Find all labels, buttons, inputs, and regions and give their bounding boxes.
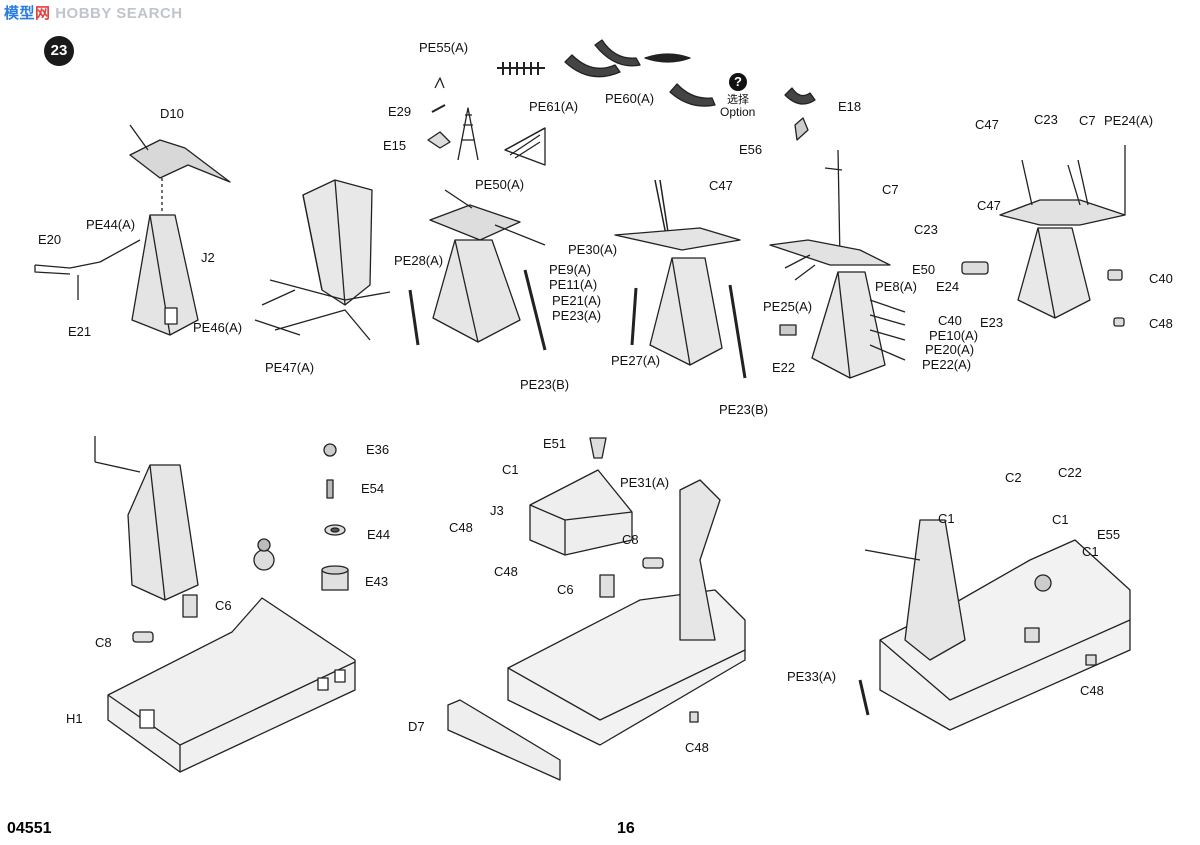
part-label: C48 [1149,316,1173,331]
part-label: E21 [68,324,92,339]
part-label: PE27(A) [611,353,661,368]
part-label: E15 [383,138,407,153]
part-label: E56 [739,142,763,157]
part-label: J2 [201,250,215,265]
part-label: E22 [772,360,796,375]
part-label: C6 [557,582,574,597]
part-label: C48 [449,520,473,535]
part-label: C48 [685,740,709,755]
part-label: PE23(A) [552,308,602,323]
part-label: PE9(A) [549,262,591,277]
part-label: C1 [1082,544,1099,559]
part-label: C48 [1080,683,1104,698]
product-code: 04551 [7,820,52,837]
watermark-text: HOBBY SEARCH [55,5,183,22]
part-label: E24 [936,279,960,294]
hull-block-h1 [94,436,356,773]
part-label: PE46(A) [193,320,243,335]
part-label: C40 [938,313,962,328]
part-label: PE8(A) [875,279,917,294]
watermark-cn: 模型 [4,5,36,22]
hull-block-j3 [447,437,746,781]
page-number: 16 [617,820,635,837]
part-label: E51 [543,436,567,451]
part-label: C7 [882,182,899,197]
part-label: E50 [912,262,936,277]
part-label: PE10(A) [929,328,979,343]
option-label-en: Option [720,105,756,119]
open-tower-assembly [254,179,391,341]
part-label: H1 [66,711,83,726]
watermark-cn2: 网 [35,5,51,22]
part-label: C23 [1034,112,1058,127]
part-label: PE24(A) [1104,113,1154,128]
tower-mid-assembly [408,189,547,351]
part-label: D10 [160,106,184,121]
part-label: PE44(A) [86,217,136,232]
photo-etch-parts [427,39,816,166]
part-label: C47 [975,117,999,132]
part-label: PE21(A) [552,293,602,308]
part-label: PE30(A) [568,242,618,257]
part-label: C48 [494,564,518,579]
part-label: PE23(B) [719,402,769,417]
part-label: E43 [365,574,389,589]
part-label: E18 [838,99,862,114]
part-label: PE22(A) [922,357,972,372]
part-label: PE11(A) [549,277,598,292]
part-label: C2 [1005,470,1022,485]
part-label: D7 [408,719,425,734]
part-label: E29 [388,104,412,119]
part-label: C23 [914,222,938,237]
part-label: C1 [938,511,955,526]
tower-j2-assembly [34,124,231,336]
part-label: J3 [490,503,504,518]
part-label: C7 [1079,113,1096,128]
watermark: 模型网 HOBBY SEARCH [4,2,183,23]
part-label: E20 [38,232,62,247]
part-label: C47 [977,198,1001,213]
part-label: E54 [361,481,385,496]
part-label: PE50(A) [475,177,525,192]
part-label: C6 [215,598,232,613]
part-label: C8 [622,532,639,547]
part-label: PE20(A) [925,342,975,357]
part-label: PE60(A) [605,91,655,106]
small-parts-column [321,443,349,591]
part-label: PE25(A) [763,299,813,314]
part-label: C47 [709,178,733,193]
part-label: C1 [1052,512,1069,527]
part-label: PE28(A) [394,253,444,268]
part-label: E44 [367,527,391,542]
part-label: PE61(A) [529,99,579,114]
hull-block-c22 [858,519,1131,731]
step-number-badge: 23 [44,36,74,66]
tower-c47-assembly [614,179,747,379]
part-label: PE31(A) [620,475,670,490]
part-label: C1 [502,462,519,477]
part-label: E55 [1097,527,1121,542]
part-label: C22 [1058,465,1082,480]
part-label: PE33(A) [787,669,837,684]
option-label-cn: 选择 [727,94,749,106]
part-label: PE55(A) [419,40,469,55]
part-label: C8 [95,635,112,650]
part-label: PE23(B) [520,377,570,392]
part-label: C40 [1149,271,1173,286]
part-label: E36 [366,442,390,457]
tower-pe8-assembly [769,149,906,379]
part-label: E23 [980,315,1004,330]
part-label: PE47(A) [265,360,315,375]
tower-right-assembly [961,145,1126,327]
question-icon: ? [729,73,747,91]
